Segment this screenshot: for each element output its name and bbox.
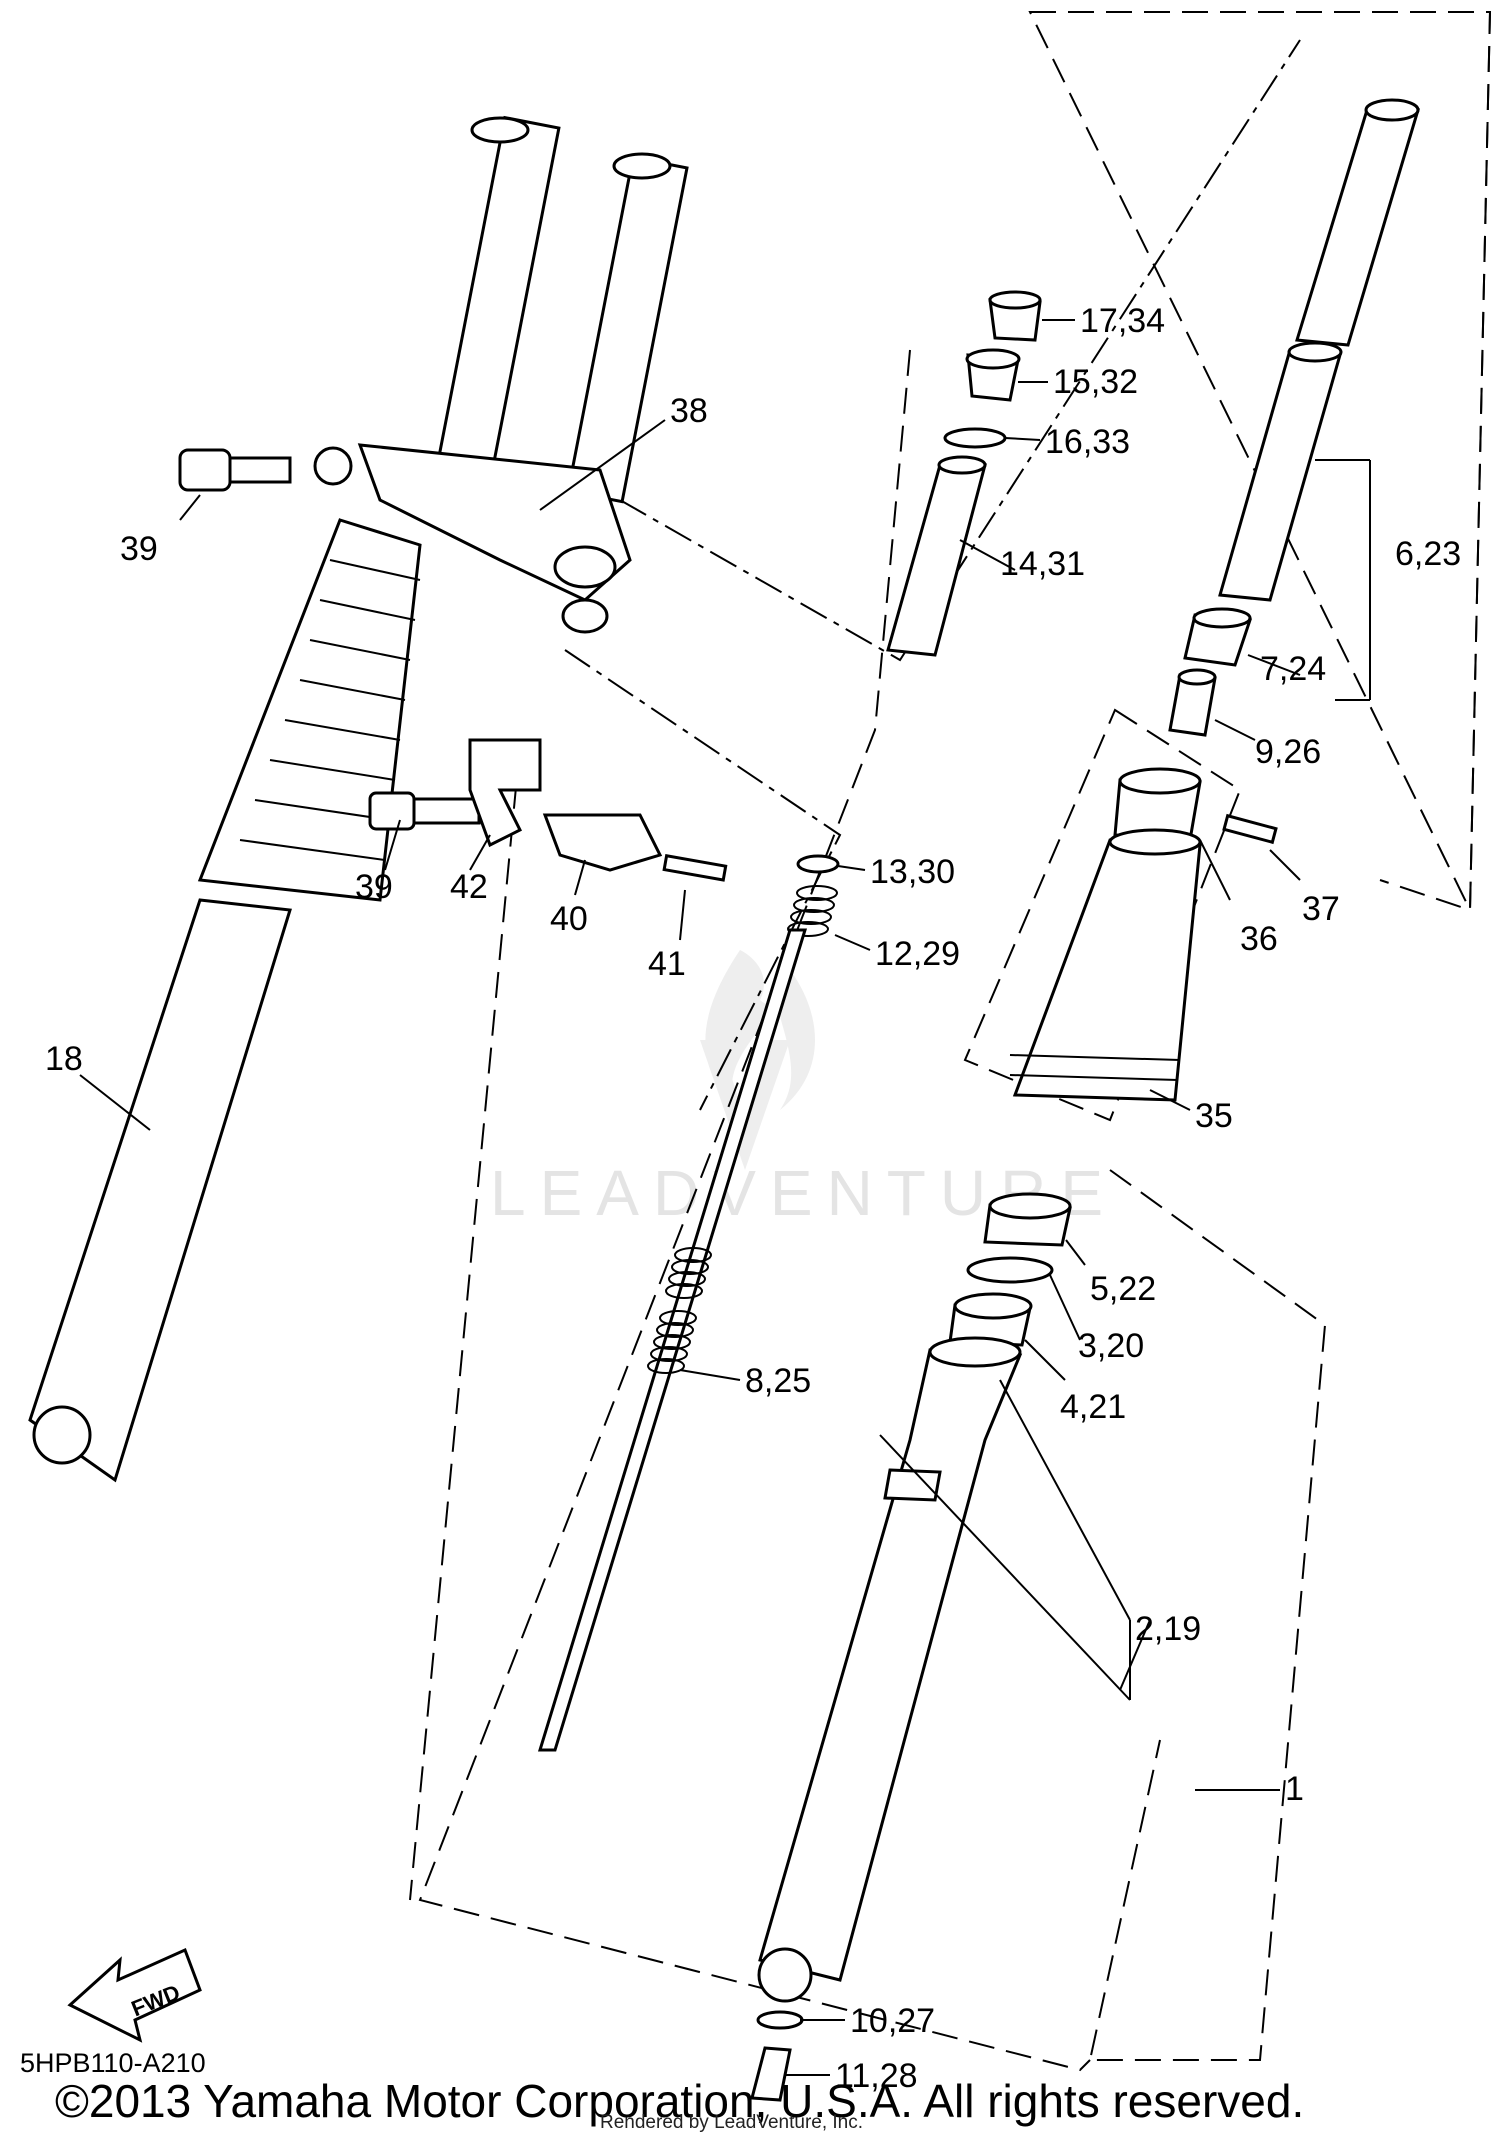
- callout-1: 1: [1285, 1770, 1304, 1808]
- axle-boss-right: [757, 1947, 813, 2003]
- boot-parts: [1009, 767, 1278, 1102]
- callout-35: 35: [1195, 1097, 1233, 1135]
- callout-15-32: 15,32: [1053, 363, 1138, 401]
- washer-13: [796, 854, 840, 874]
- washer-10: [756, 2010, 804, 2030]
- screw-37: [1222, 813, 1278, 845]
- callout-38: 38: [670, 392, 708, 430]
- damper-connection-line: [564, 649, 842, 1111]
- callout-14-31: 14,31: [1000, 545, 1085, 583]
- collar-42: [468, 738, 542, 848]
- callout-13-30: 13,30: [870, 853, 955, 891]
- bolt-39-top: [178, 446, 353, 492]
- boot-35-ribs: [1009, 1054, 1181, 1081]
- callout-41: 41: [648, 945, 686, 983]
- callout-2-19: 2,19: [1135, 1610, 1201, 1648]
- clip-3: [966, 1256, 1054, 1284]
- bolt-11: [750, 2046, 792, 2102]
- bracket-stem-hole: [561, 598, 609, 634]
- bolt-39-mid: [368, 791, 416, 831]
- damper-rod: [537, 928, 808, 1752]
- callout-40: 40: [550, 900, 588, 938]
- callout-4-21: 4,21: [1060, 1388, 1126, 1426]
- clamp-40: [542, 813, 663, 872]
- callout-3-20: 3,20: [1078, 1327, 1144, 1365]
- bracket-clamp-hole: [553, 545, 617, 589]
- callout-37: 37: [1302, 890, 1340, 928]
- inner-tube-left: [436, 115, 561, 474]
- damper-group-border: [418, 349, 1091, 2072]
- fwd-arrow: FWD: [67, 1947, 202, 2043]
- axle-boss-left: [32, 1405, 92, 1465]
- callout-36: 36: [1240, 920, 1278, 958]
- callout-17-34: 17,34: [1080, 302, 1165, 340]
- outer-tube-tab: [883, 1468, 942, 1502]
- spring-12: [787, 885, 838, 937]
- boot-ribs: [239, 559, 421, 861]
- inner-tube-right: [566, 155, 689, 504]
- clamp-parts: [368, 738, 728, 882]
- o-ring-16: [943, 427, 1007, 449]
- damper-parts: [537, 290, 1042, 1752]
- callout-16-33: 16,33: [1045, 423, 1130, 461]
- inner-tube-upper: [1295, 108, 1421, 347]
- callout-10-27: 10,27: [850, 2002, 935, 2040]
- outer-tube-left: [28, 898, 292, 1483]
- callout-42: 42: [450, 868, 488, 906]
- callout-39-mid: 39: [355, 868, 393, 906]
- callouts: 17,34 15,32 16,33 14,31 6,23 7,24 9,26 3…: [45, 302, 1461, 2095]
- outer-tube-group-border: [1088, 1169, 1327, 2061]
- callout-8-25: 8,25: [745, 1362, 811, 1400]
- inner-tube-6: [1218, 348, 1342, 602]
- assembly-connection-line: [619, 39, 1301, 662]
- boot-group-border: [963, 708, 1242, 1122]
- callout-5-22: 5,22: [1090, 1270, 1156, 1308]
- spring-8: [647, 1310, 697, 1374]
- spring-rebound: [665, 1247, 712, 1299]
- outer-tube-parts: [750, 1192, 1072, 2102]
- fork-assembly-left: [28, 115, 689, 1483]
- callout-18: 18: [45, 1040, 83, 1078]
- callout-12-29: 12,29: [875, 935, 960, 973]
- copyright-text: ©2013 Yamaha Motor Corporation, U.S.A. A…: [55, 2075, 1304, 2127]
- tube-top-right: [612, 152, 672, 180]
- damper-group-border-left: [409, 744, 521, 1901]
- inner-tube-group-border-line: [1030, 11, 1492, 912]
- pipe-14: [886, 463, 987, 657]
- inner-tube-parts: [1168, 98, 1421, 737]
- rendered-by-text: Rendered by LeadVenture, Inc.: [600, 2112, 863, 2132]
- bolt-41: [662, 854, 728, 882]
- callout-6-23: 6,23: [1395, 535, 1461, 573]
- callout-39-top: 39: [120, 530, 158, 568]
- callout-9-26: 9,26: [1255, 733, 1321, 771]
- diagram-code: 5HPB110-A210: [20, 2048, 206, 2078]
- callout-7-24: 7,24: [1260, 650, 1326, 688]
- fwd-arrow-icon: [67, 1947, 202, 2043]
- fork-boot: [197, 518, 422, 902]
- leader-lines: [79, 319, 1371, 2076]
- callout-11-28: 11,28: [835, 2057, 918, 2095]
- v-logo-icon: [700, 1040, 790, 1170]
- tube-top-left: [470, 116, 530, 144]
